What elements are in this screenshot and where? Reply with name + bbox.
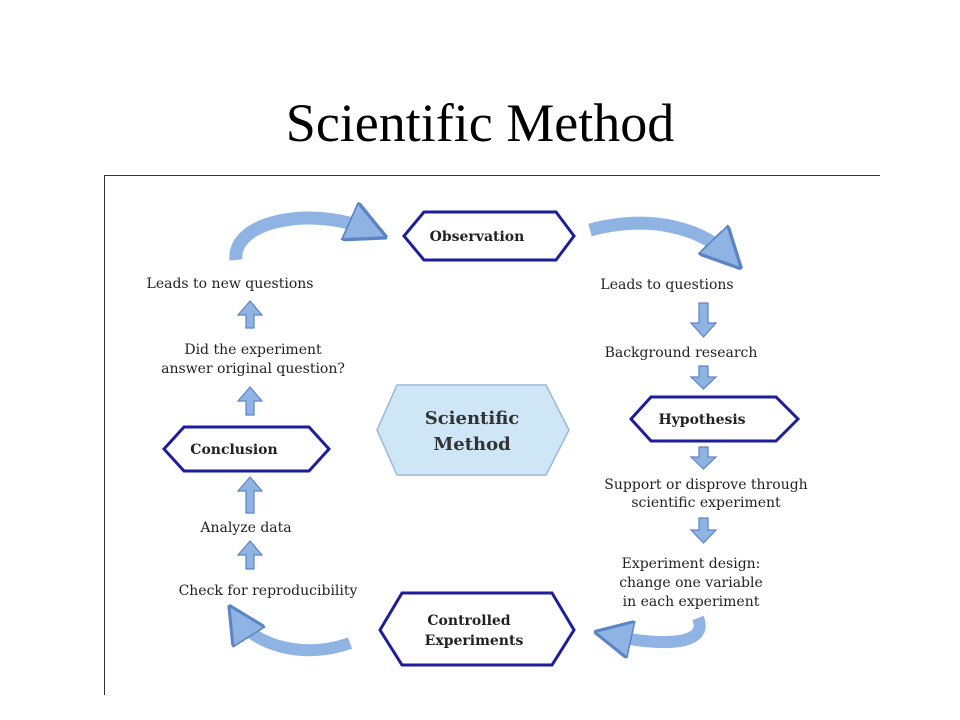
frame-left-border <box>104 175 105 695</box>
controlled-experiments-box <box>378 591 576 667</box>
step-did-line2: answer original question? <box>161 361 345 377</box>
down-arrow-3 <box>689 446 718 470</box>
scientific-method-diagram: Scientific Method Observation Hypothesis… <box>147 175 808 667</box>
center-label-line1: Scientific <box>425 408 520 429</box>
hypothesis-box <box>628 395 801 443</box>
step-design-line1: Experiment design: <box>622 556 761 572</box>
up-arrow-3 <box>236 386 264 416</box>
up-arrow-1 <box>236 540 264 570</box>
controlled-label-line2: Experiments <box>425 633 524 649</box>
up-arrow-2 <box>236 476 264 514</box>
conclusion-label: Conclusion <box>190 442 277 458</box>
step-background-research: Background research <box>605 345 758 361</box>
step-analyze-data: Analyze data <box>199 520 291 536</box>
step-check-reproducibility: Check for reproducibility <box>179 583 358 599</box>
curved-arrow-top-left <box>229 218 372 261</box>
slide-title: Scientific Method <box>285 93 675 153</box>
step-leads-to-questions: Leads to questions <box>600 277 733 293</box>
step-did-line1: Did the experiment <box>184 342 322 358</box>
step-leads-new-questions: Leads to new questions <box>147 276 314 292</box>
curved-arrow-bottom-right <box>609 615 706 642</box>
frame-top-border <box>104 175 880 176</box>
curved-arrow-bottom-left <box>237 618 353 657</box>
step-support-line1: Support or disprove through <box>604 477 807 493</box>
controlled-label-line1: Controlled <box>427 613 510 629</box>
down-arrow-4 <box>689 517 718 544</box>
down-arrow-2 <box>689 365 718 390</box>
step-design-line2: change one variable <box>619 575 763 591</box>
center-hexagon <box>376 384 570 476</box>
observation-box <box>402 210 576 262</box>
up-arrow-4 <box>236 300 264 329</box>
conclusion-box <box>161 425 332 473</box>
step-support-line2: scientific experiment <box>631 495 781 511</box>
center-label-line2: Method <box>433 434 511 455</box>
observation-label: Observation <box>430 229 525 245</box>
curved-arrow-top-right <box>588 216 730 257</box>
hypothesis-label: Hypothesis <box>658 412 745 428</box>
step-design-line3: in each experiment <box>623 594 760 610</box>
down-arrow-1 <box>689 302 718 338</box>
